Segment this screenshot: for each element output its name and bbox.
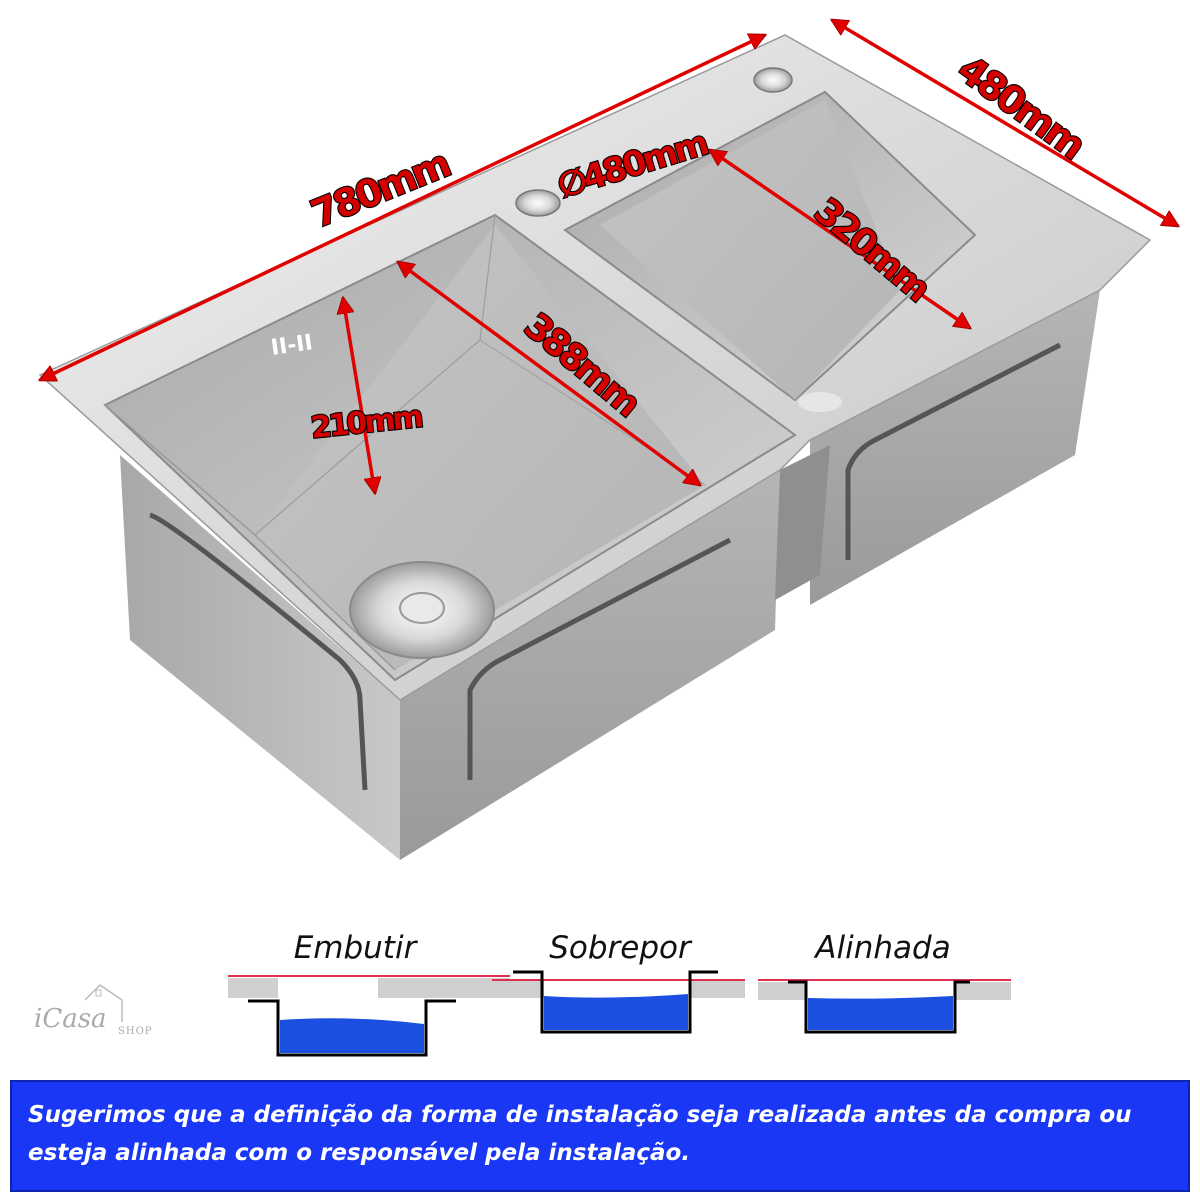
install-diagram-alinhada (758, 979, 1011, 1034)
notice-banner: Sugerimos que a definição da forma de in… (10, 1080, 1190, 1192)
install-label-embutir: Embutir (293, 930, 417, 966)
install-diagram-embutir (228, 970, 510, 1057)
sink-right-bowl-front (810, 290, 1100, 605)
logo: iCasa (34, 1004, 107, 1034)
install-diagram-sobrepor (492, 970, 745, 1034)
faucet-hole-left-icon (515, 189, 561, 217)
logo-house-icon (84, 984, 123, 1022)
install-label-sobrepor: Sobrepor (549, 930, 691, 966)
install-label-alinhada: Alinhada (815, 930, 951, 966)
sink-left-bowl-front (400, 470, 780, 860)
sink-left-bowl-side (120, 455, 400, 860)
faucet-hole-right-icon (753, 67, 793, 93)
dimension-lines (40, 18, 1178, 493)
logo-sub: SHOP (118, 1026, 153, 1037)
notice-text: Sugerimos que a definição da forma de in… (28, 1102, 1132, 1166)
